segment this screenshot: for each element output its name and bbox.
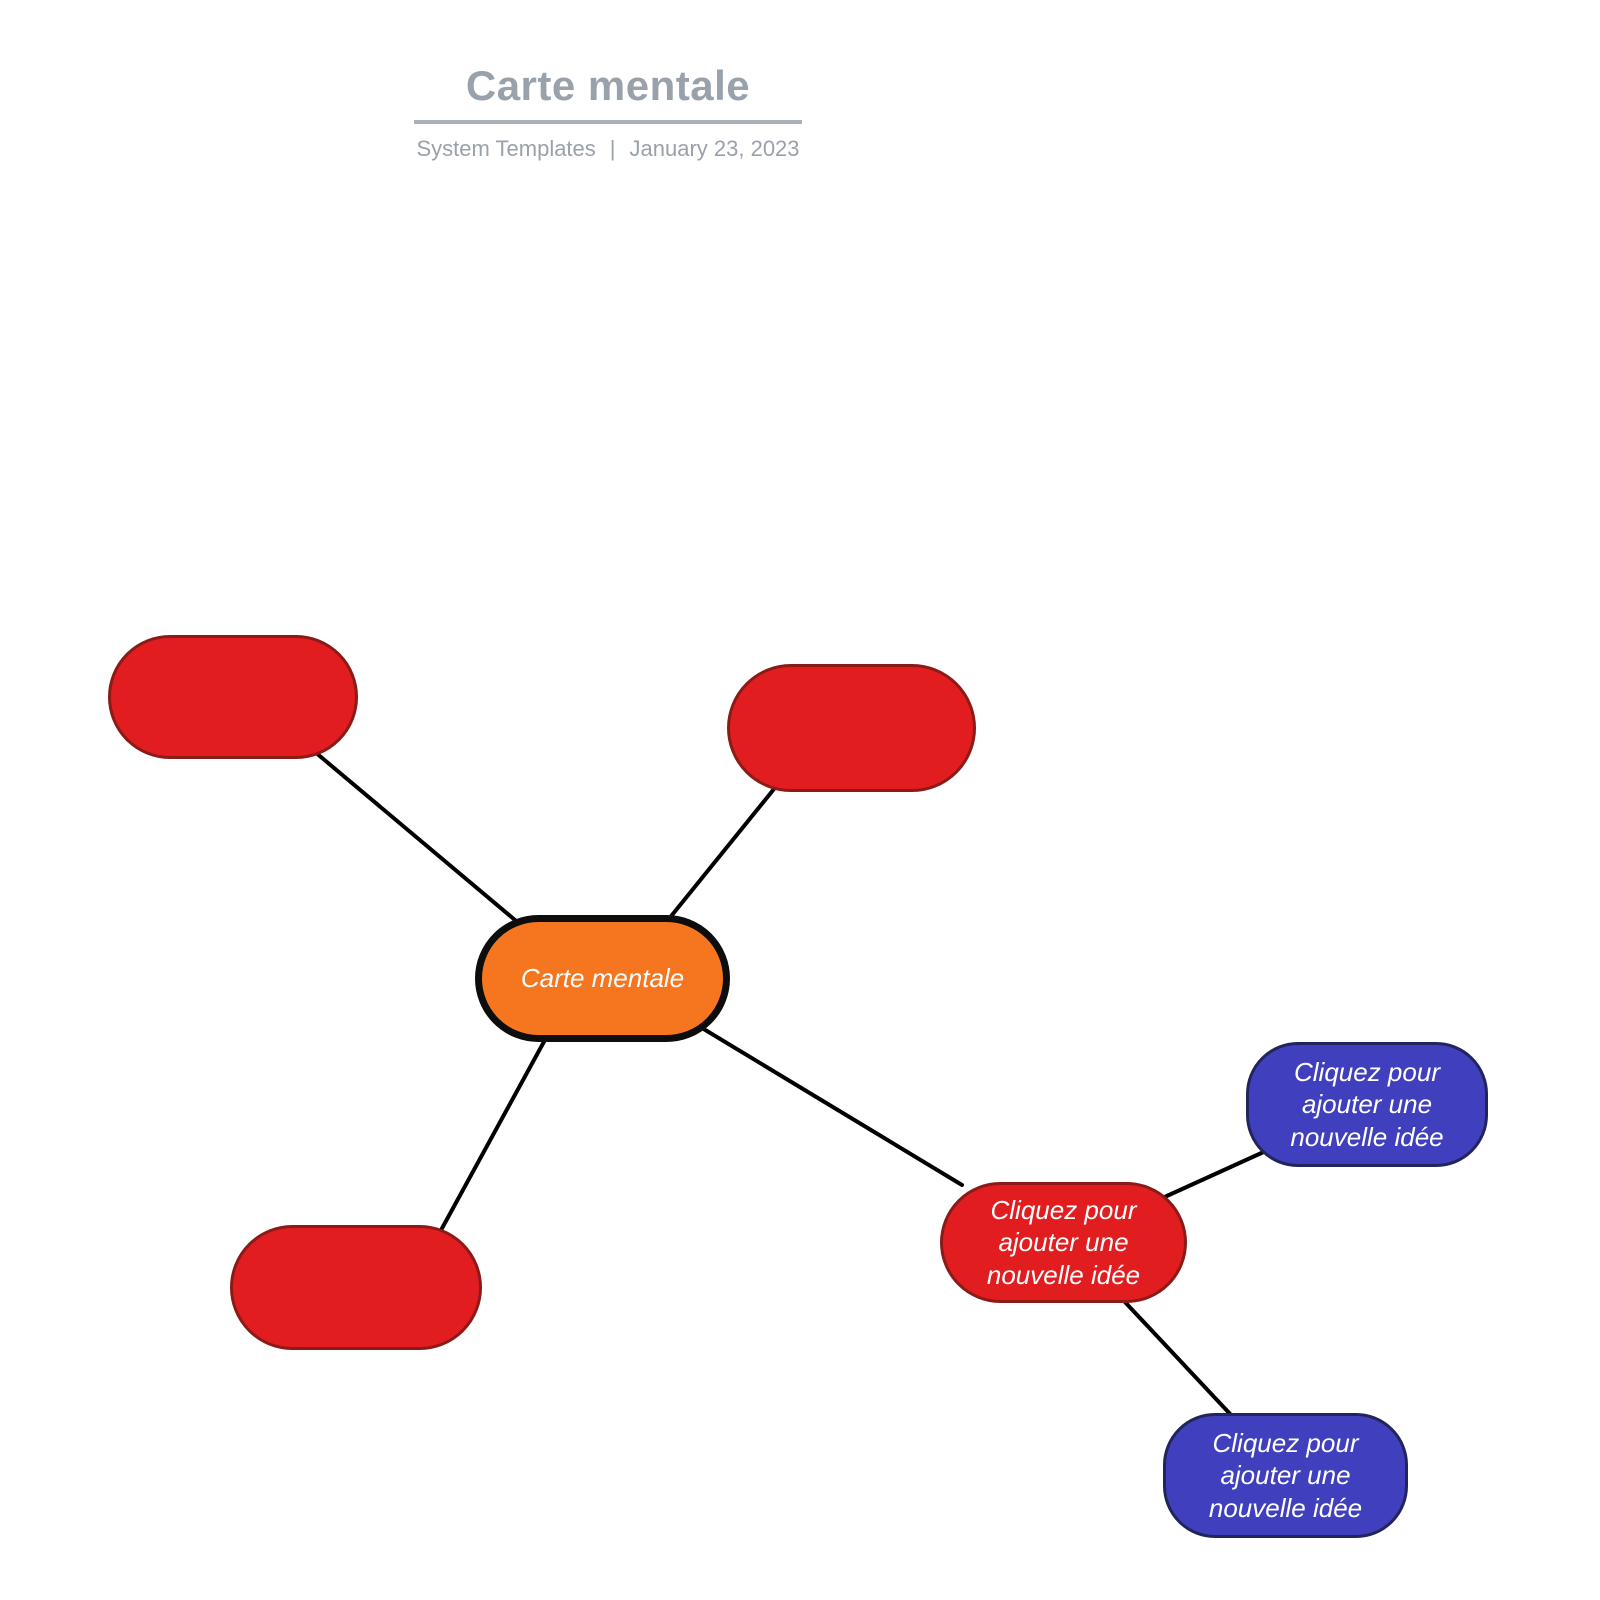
document-header: Carte mentale System Templates | January 2… bbox=[308, 62, 908, 162]
edge-rightred-bluetop bbox=[1156, 1148, 1270, 1202]
node-label: Cliquez pour ajouter une nouvelle idée bbox=[1290, 1056, 1444, 1152]
node-label: Cliquez pour ajouter une nouvelle idée bbox=[1208, 1427, 1363, 1523]
node-label: Cliquez pour ajouter une nouvelle idée bbox=[986, 1194, 1141, 1290]
title-underline bbox=[414, 120, 802, 124]
node-branch-right[interactable]: Cliquez pour ajouter une nouvelle idée bbox=[940, 1182, 1187, 1303]
edge-central-topmid bbox=[666, 787, 776, 922]
node-label: Carte mentale bbox=[520, 963, 685, 994]
node-subtopic-lower[interactable]: Cliquez pour ajouter une nouvelle idée bbox=[1163, 1413, 1408, 1538]
edge-central-rightred bbox=[700, 1026, 964, 1187]
page-title: Carte mentale bbox=[465, 62, 751, 109]
edge-central-topleft bbox=[313, 750, 517, 922]
node-central-topic[interactable]: Carte mentale bbox=[475, 915, 730, 1042]
date-label: January 23, 2023 bbox=[629, 136, 800, 161]
node-branch-top-left[interactable] bbox=[108, 635, 358, 759]
node-branch-bottom-left[interactable] bbox=[230, 1225, 482, 1350]
edge-rightred-bluebottom bbox=[1122, 1299, 1234, 1418]
edge-central-bottomleft bbox=[438, 1036, 548, 1234]
node-subtopic-upper[interactable]: Cliquez pour ajouter une nouvelle idée bbox=[1246, 1042, 1488, 1167]
node-branch-top-middle[interactable] bbox=[727, 664, 976, 792]
author-label: System Templates bbox=[416, 136, 596, 161]
subtitle-separator: | bbox=[609, 136, 616, 161]
document-subtitle: System Templates | January 23, 2023 bbox=[308, 136, 908, 162]
